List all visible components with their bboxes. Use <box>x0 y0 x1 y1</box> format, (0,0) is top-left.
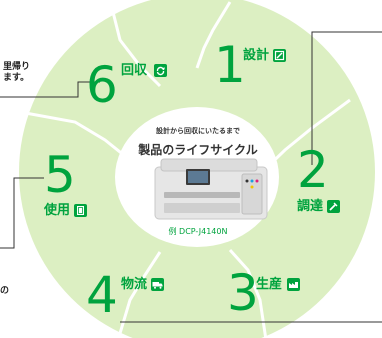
factory-icon <box>287 278 300 291</box>
callout-lines <box>0 31 382 323</box>
model-caption: 例 DCP-J4140N <box>168 227 228 236</box>
stage-label: 物流 <box>121 277 148 292</box>
stage-label: 調達 <box>297 199 324 214</box>
stage-number: 3 <box>227 264 259 322</box>
collection-note-snippet: 里帰り ます。 <box>0 62 30 84</box>
stage-label: 回収 <box>121 63 148 78</box>
stage-label: 使用 <box>44 203 71 218</box>
recycle-icon <box>154 64 167 77</box>
collection-note-line1: 里帰り <box>3 62 31 72</box>
stage-number: 1 <box>214 36 246 94</box>
ring-separators <box>19 0 351 338</box>
collection-note-line2: ます。 <box>3 73 30 83</box>
stage-label: 設計 <box>243 48 270 63</box>
truck-icon <box>151 278 164 291</box>
stage-label: 生産 <box>256 277 283 292</box>
printer-image <box>154 158 268 220</box>
document-icon <box>74 204 87 217</box>
center-title: 製品のライフサイクル <box>138 143 258 157</box>
design-icon <box>273 49 286 62</box>
stage-number: 2 <box>297 141 329 199</box>
stage-number: 4 <box>86 266 118 324</box>
stage-number: 5 <box>44 146 76 204</box>
usage-note-snippet: の <box>0 286 10 296</box>
stage-number: 6 <box>86 56 118 114</box>
procurement-icon <box>327 200 340 213</box>
center-subtitle: 設計から回収にいたるまで <box>156 127 240 135</box>
